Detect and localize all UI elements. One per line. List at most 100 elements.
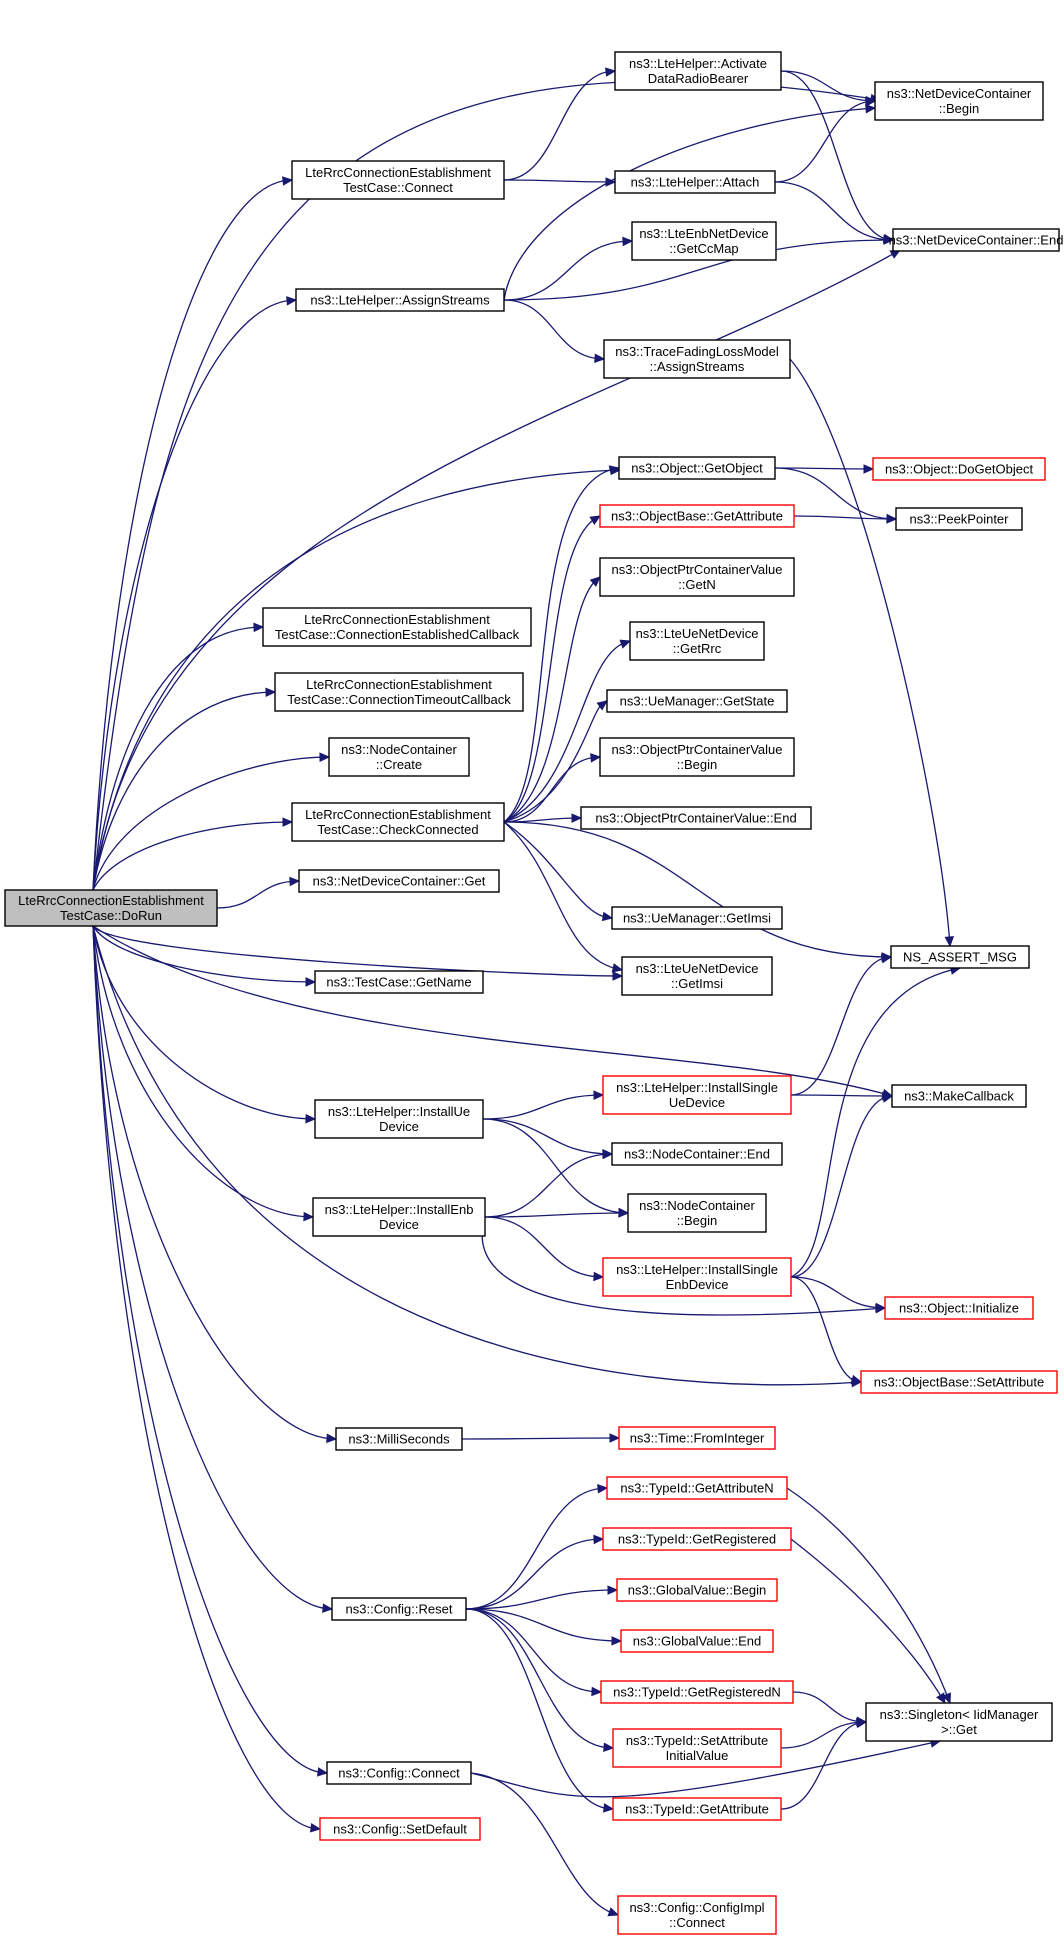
node-getregisteredn[interactable]: ns3::TypeId::GetRegisteredN xyxy=(600,1680,794,1704)
node-configimplconnect[interactable]: ns3::Config::ConfigImpl::Connect xyxy=(617,1895,777,1935)
node-uemgetimsi[interactable]: ns3::UeManager::GetImsi xyxy=(611,906,783,930)
arrowhead-dorun-to-installenb xyxy=(303,1211,315,1222)
node-milliseconds[interactable]: ns3::MilliSeconds xyxy=(335,1427,463,1451)
arrowhead-configreset-to-getregistered xyxy=(593,1534,605,1545)
node-getattrn[interactable]: ns3::TypeId::GetAttributeN xyxy=(606,1476,788,1500)
edge-installenb-to-objinit xyxy=(481,1216,886,1316)
arrowhead-dorun-to-connect xyxy=(282,176,294,186)
edge-assignstreams-to-getccmap xyxy=(503,240,633,301)
arrowhead-dorun-to-conntimeoutcb xyxy=(265,687,277,698)
node-getname[interactable]: ns3::TestCase::GetName xyxy=(314,970,484,994)
edge-assignstreams-to-ndcend xyxy=(503,239,894,301)
node-box-milliseconds xyxy=(335,1427,463,1451)
node-nsassert[interactable]: NS_ASSERT_MSG xyxy=(890,945,1030,969)
node-objinit[interactable]: ns3::Object::Initialize xyxy=(884,1296,1034,1320)
node-dogetobject[interactable]: ns3::Object::DoGetObject xyxy=(872,457,1046,481)
node-label-singletonget-0: ns3::Singleton< IidManager xyxy=(880,1707,1039,1722)
node-box-getattrn xyxy=(606,1476,788,1500)
node-ncbegin[interactable]: ns3::NodeContainer::Begin xyxy=(627,1193,767,1233)
arrowhead-installenb-to-ncbegin xyxy=(618,1208,630,1218)
node-label-getrrc-1: ::GetRrc xyxy=(673,641,722,656)
node-optrbegin[interactable]: ns3::ObjectPtrContainerValue::Begin xyxy=(599,737,795,777)
arrowhead-dorun-to-checkconnected xyxy=(282,817,294,827)
node-assignstreams[interactable]: ns3::LteHelper::AssignStreams xyxy=(295,288,505,312)
arrowhead-dorun-to-configsetdefault xyxy=(309,1823,322,1833)
node-box-activatedrb xyxy=(614,51,782,91)
node-getccmap[interactable]: ns3::LteEnbNetDevice::GetCcMap xyxy=(631,221,777,261)
node-tracefading[interactable]: ns3::TraceFadingLossModel::AssignStreams xyxy=(603,339,791,379)
node-label-getstate-0: ns3::UeManager::GetState xyxy=(620,694,775,709)
edge-setattrinit-to-singletonget xyxy=(780,1721,867,1749)
edge-configreset-to-setattrinit xyxy=(465,1608,614,1749)
node-gvend[interactable]: ns3::GlobalValue::End xyxy=(620,1629,774,1653)
node-configconnect[interactable]: ns3::Config::Connect xyxy=(326,1761,472,1785)
node-label-configconnect-0: ns3::Config::Connect xyxy=(338,1766,460,1781)
node-singletonget[interactable]: ns3::Singleton< IidManager >::Get xyxy=(865,1702,1053,1742)
arrowhead-dorun-to-assignstreams xyxy=(286,296,298,306)
node-connestcb[interactable]: LteRrcConnectionEstablishmentTestCase::C… xyxy=(262,607,532,647)
node-gvbegin[interactable]: ns3::GlobalValue::Begin xyxy=(616,1578,778,1602)
node-label-configreset-0: ns3::Config::Reset xyxy=(346,1602,453,1617)
node-checkconnected[interactable]: LteRrcConnectionEstablishmentTestCase::C… xyxy=(291,802,505,842)
arrowhead-dorun-to-ndcget xyxy=(289,876,301,887)
edge-configreset-to-getregistered xyxy=(465,1538,604,1610)
edge-attach-to-ndcbegin xyxy=(774,100,876,183)
node-dorun[interactable]: LteRrcConnectionEstablishmentTestCase::D… xyxy=(4,889,218,927)
node-box-assignstreams xyxy=(295,288,505,312)
node-ndcend[interactable]: ns3::NetDeviceContainer::End xyxy=(889,228,1064,252)
node-getrrc[interactable]: ns3::LteUeNetDevice::GetRrc xyxy=(629,621,765,661)
node-box-installsingleenb xyxy=(602,1257,792,1297)
node-box-connestcb xyxy=(262,607,532,647)
node-optrend[interactable]: ns3::ObjectPtrContainerValue::End xyxy=(580,806,812,830)
node-ndcget[interactable]: ns3::NetDeviceContainer::Get xyxy=(298,869,500,893)
edge-dorun-to-ndcend xyxy=(92,249,901,891)
node-getstate[interactable]: ns3::UeManager::GetState xyxy=(606,689,788,713)
node-box-configconnect xyxy=(326,1761,472,1785)
node-box-objinit xyxy=(884,1296,1034,1320)
node-optrgetn[interactable]: ns3::ObjectPtrContainerValue::GetN xyxy=(599,557,795,597)
node-label-connestcb-0: LteRrcConnectionEstablishment xyxy=(304,612,490,627)
node-label-optrbegin-0: ns3::ObjectPtrContainerValue xyxy=(611,742,782,757)
node-label-configimplconnect-0: ns3::Config::ConfigImpl xyxy=(629,1900,764,1915)
arrowhead-installsingleue-to-nsassert xyxy=(880,953,893,964)
node-getattribute[interactable]: ns3::ObjectBase::GetAttribute xyxy=(599,504,795,528)
node-label-getattribute-0: ns3::ObjectBase::GetAttribute xyxy=(611,509,783,524)
node-label-getrrc-0: ns3::LteUeNetDevice xyxy=(636,626,759,641)
node-label-ndcend-0: ns3::NetDeviceContainer::End xyxy=(889,233,1064,248)
node-fromint[interactable]: ns3::Time::FromInteger xyxy=(618,1426,776,1450)
arrowhead-configreset-to-setattrinit xyxy=(603,1742,615,1752)
node-attach[interactable]: ns3::LteHelper::Attach xyxy=(614,170,776,194)
node-peekpointer[interactable]: ns3::PeekPointer xyxy=(895,507,1023,531)
edge-dorun-to-makecallback xyxy=(92,925,893,1097)
node-ltuegetimsi[interactable]: ns3::LteUeNetDevice::GetImsi xyxy=(621,956,773,996)
node-ndcbegin[interactable]: ns3::NetDeviceContainer::Begin xyxy=(874,81,1044,121)
edge-dorun-to-milliseconds xyxy=(92,925,337,1440)
edge-dorun-to-nccreate xyxy=(92,756,330,891)
node-label-tracefading-1: ::AssignStreams xyxy=(650,359,745,374)
node-box-nccreate xyxy=(328,737,470,777)
node-conntimeoutcb[interactable]: LteRrcConnectionEstablishmentTestCase::C… xyxy=(274,672,524,712)
node-configsetdefault[interactable]: ns3::Config::SetDefault xyxy=(319,1817,481,1841)
node-connect[interactable]: LteRrcConnectionEstablishmentTestCase::C… xyxy=(291,160,505,200)
node-label-connect-1: TestCase::Connect xyxy=(343,180,453,195)
arrowhead-configreset-to-getattrn xyxy=(597,1483,609,1494)
node-configreset[interactable]: ns3::Config::Reset xyxy=(331,1597,467,1621)
node-makecallback[interactable]: ns3::MakeCallback xyxy=(891,1084,1027,1108)
node-ncend[interactable]: ns3::NodeContainer::End xyxy=(611,1142,783,1166)
node-getregistered[interactable]: ns3::TypeId::GetRegistered xyxy=(602,1527,792,1551)
node-getobject[interactable]: ns3::Object::GetObject xyxy=(618,456,776,480)
node-label-installsingleue-1: UeDevice xyxy=(669,1095,725,1110)
node-label-singletonget-1: >::Get xyxy=(941,1722,977,1737)
arrowhead-installenb-to-installsingleenb xyxy=(593,1271,605,1282)
node-typeidgetattr[interactable]: ns3::TypeId::GetAttribute xyxy=(612,1797,782,1821)
edge-dorun-to-configsetdefault xyxy=(92,925,321,1830)
arrowhead-configreset-to-gvend xyxy=(611,1636,623,1646)
node-nccreate[interactable]: ns3::NodeContainer::Create xyxy=(328,737,470,777)
node-objsetattr[interactable]: ns3::ObjectBase::SetAttribute xyxy=(860,1370,1058,1394)
